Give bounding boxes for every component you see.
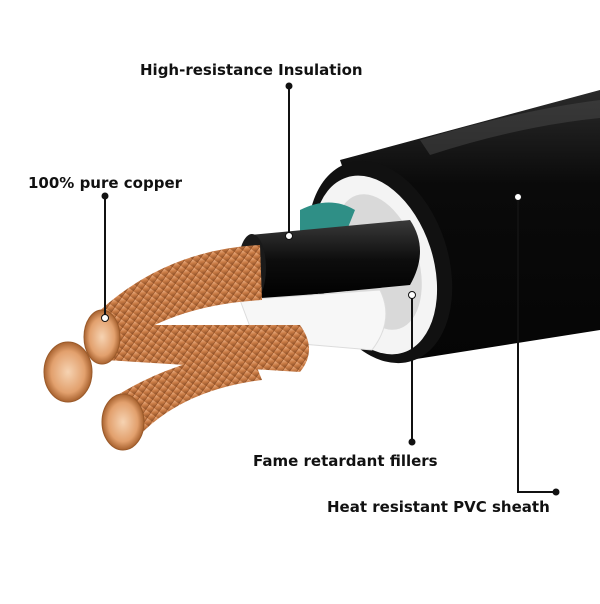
callout-leaders	[104, 86, 556, 493]
insulation-label: High-resistance Insulation	[140, 61, 363, 79]
copper-conductors	[43, 245, 309, 451]
fillers-label: Fame retardant fillers	[253, 452, 438, 470]
callout-dots	[101, 82, 560, 496]
callout-target-dots	[101, 193, 522, 322]
copper-label: 100% pure copper	[28, 174, 183, 192]
sheath-label: Heat resistant PVC sheath	[327, 498, 550, 516]
